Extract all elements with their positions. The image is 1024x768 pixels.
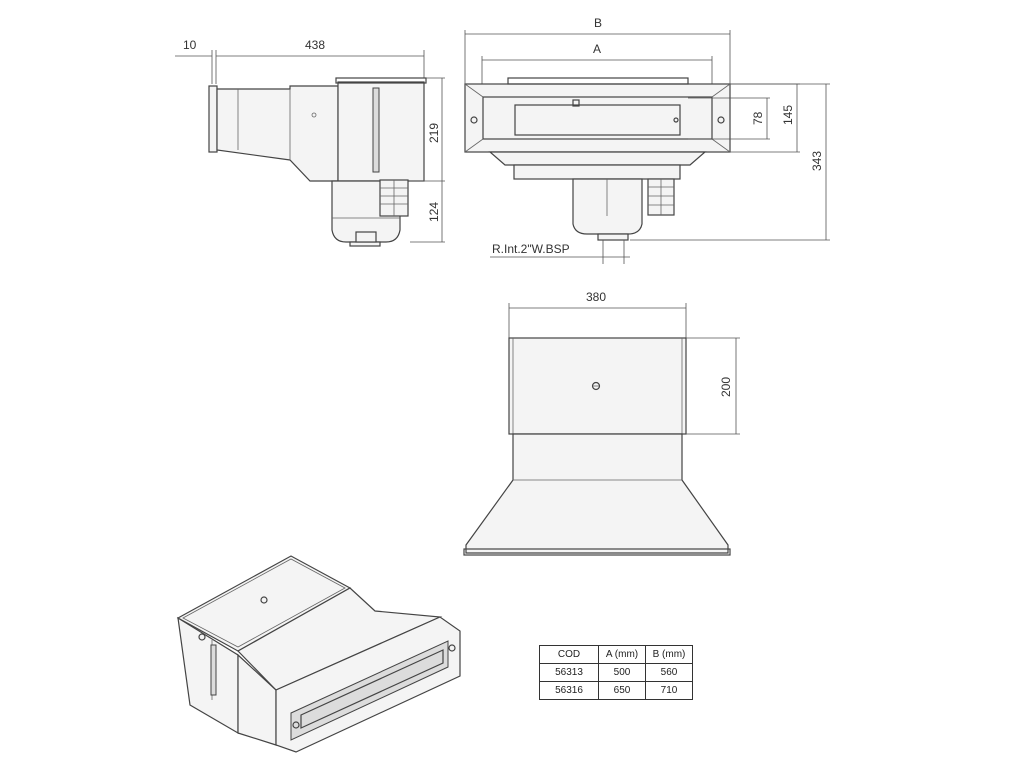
table-header-row: COD A (mm) B (mm) xyxy=(539,645,693,664)
spec-table: COD A (mm) B (mm) 56313 500 560 56316 65… xyxy=(539,645,693,700)
top-view: 380 200 xyxy=(463,290,740,556)
dim-front-total-height: 343 xyxy=(810,151,824,171)
dim-front-overall-width: B xyxy=(594,16,602,30)
cell-a: 500 xyxy=(598,663,646,682)
header-cod: COD xyxy=(539,645,599,664)
header-b: B (mm) xyxy=(645,645,693,664)
cell-cod: 56313 xyxy=(539,663,599,682)
dim-front-opening-height: 78 xyxy=(751,111,765,125)
dim-side-height-lower: 124 xyxy=(427,202,441,222)
cell-a: 650 xyxy=(598,681,646,700)
dim-flange-thickness: 10 xyxy=(183,38,197,52)
dim-front-frame-height: 145 xyxy=(781,105,795,125)
dim-side-height-upper: 219 xyxy=(427,123,441,143)
cell-b: 560 xyxy=(645,663,693,682)
table-row: 56313 500 560 xyxy=(539,663,693,682)
dim-top-width: 380 xyxy=(586,290,606,304)
table-row: 56316 650 710 xyxy=(539,681,693,700)
cell-cod: 56316 xyxy=(539,681,599,700)
cell-b: 710 xyxy=(645,681,693,700)
thread-note: R.Int.2"W.BSP xyxy=(492,242,570,256)
dim-top-depth: 200 xyxy=(719,377,733,397)
dim-front-inner-width: A xyxy=(593,42,601,56)
header-a: A (mm) xyxy=(598,645,646,664)
side-view: 10 438 219 124 xyxy=(175,38,445,247)
front-view: B A 78 xyxy=(464,16,830,264)
dim-side-length: 438 xyxy=(305,38,325,52)
isometric-view xyxy=(176,555,461,753)
